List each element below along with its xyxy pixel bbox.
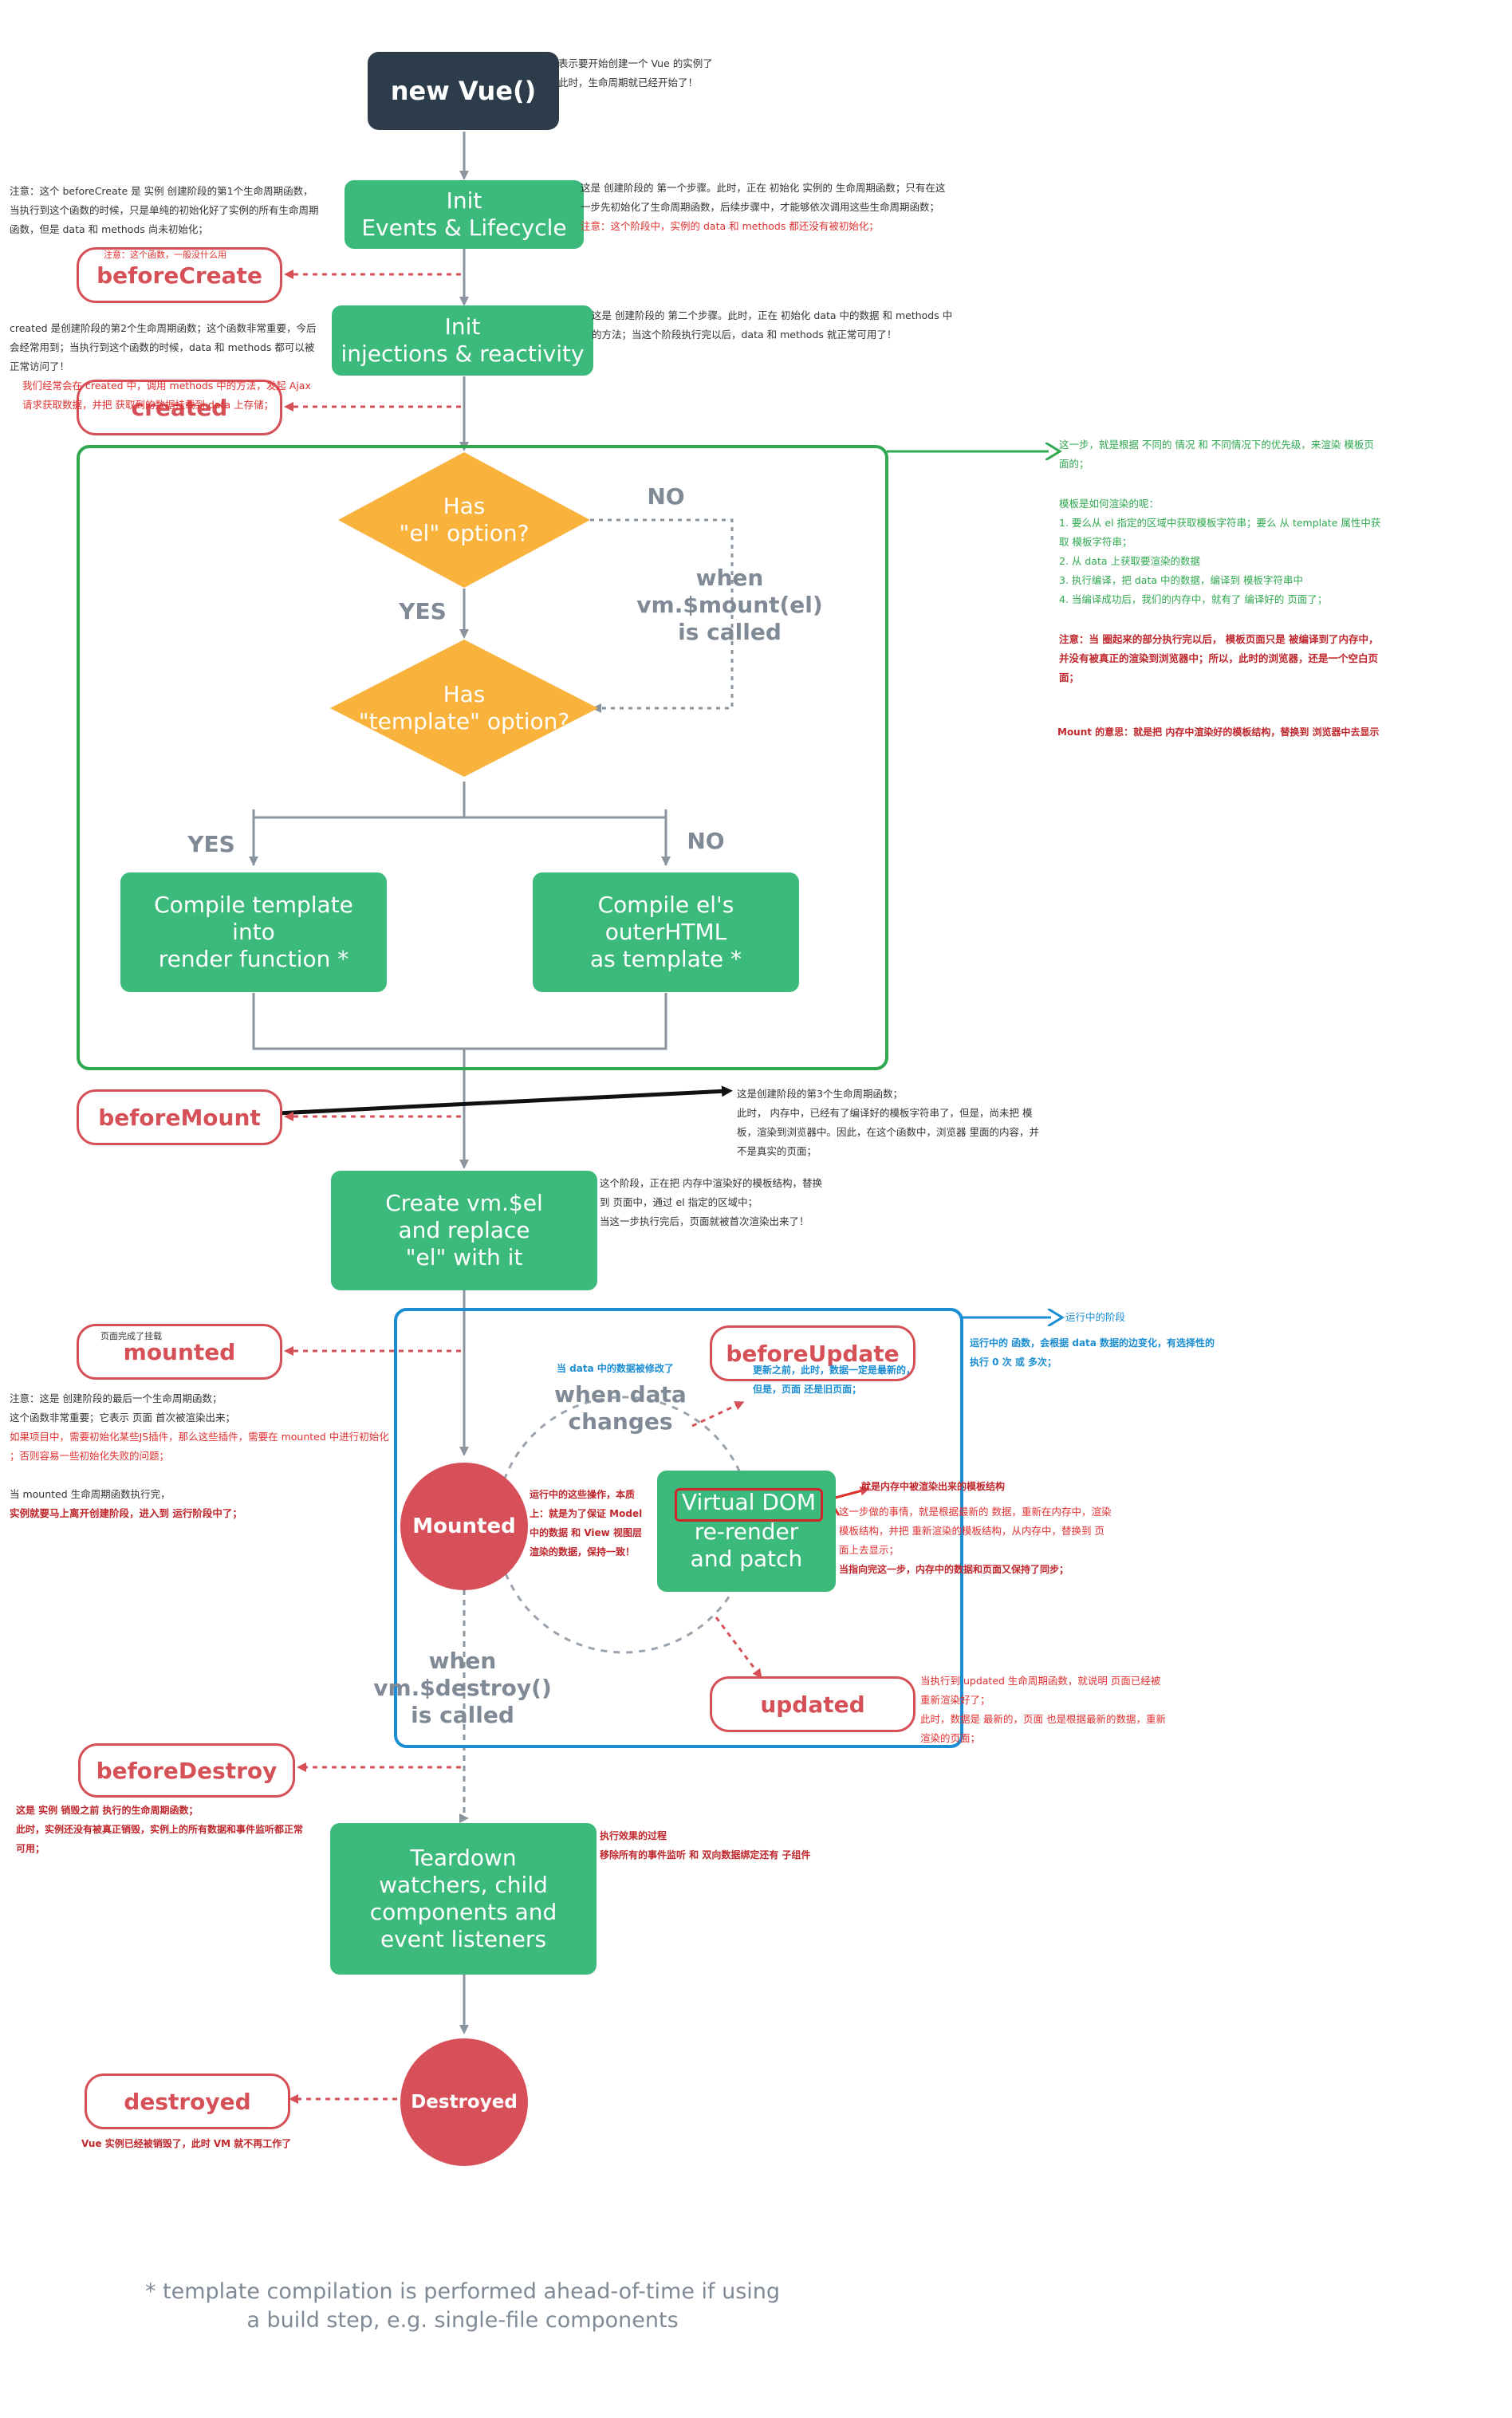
footnote: * template compilation is performed ahea…: [144, 2279, 781, 2333]
connector-line: [252, 816, 667, 865]
when-destroy-label: when vm.$destroy() is called: [373, 1648, 552, 1728]
note-init-injections-right: 这是 创建阶段的 第二个步骤。此时，正在 初始化 data 中的数据 和 met…: [592, 309, 953, 341]
create-el-box: Create vm.$el and replace "el" with it: [331, 1171, 597, 1290]
no-label-2: NO: [687, 828, 725, 854]
note-init-events-right-red: 注意：这个阶段中，实例的 data 和 methods 都还没有被初始化；: [581, 220, 879, 232]
connector-line: [277, 1085, 733, 1116]
teardown-box: Teardown watchers, child components and …: [330, 1823, 597, 1975]
note-rerender-red: 当指向完这一步，内存中的数据和页面又保持了同步；: [839, 1564, 1069, 1575]
new-vue-box: new Vue(): [368, 52, 559, 130]
note-teardown: 执行效果的过程 移除所有的事件监听 和 双向数据绑定还有 子组件: [600, 1830, 811, 1861]
connector-line: [590, 518, 734, 713]
hook-before-destroy: beforeDestroy: [78, 1743, 295, 1798]
note-mounted-left: 注意：这是 创建阶段的最后一个生命周期函数； 这个函数非常重要；它表示 页面 首…: [10, 1392, 235, 1424]
hook-updated: updated: [710, 1676, 915, 1732]
compile-el-box: Compile el's outerHTML as template *: [533, 872, 799, 992]
note-vdom: 就是内存中被渲染出来的模板结构: [861, 1481, 1006, 1492]
connector-line: [252, 993, 667, 1050]
note-destroyed: Vue 实例已经被销毁了，此时 VM 就不再工作了: [81, 2138, 292, 2149]
rerender-label: re-render and patch: [690, 1518, 803, 1572]
init-events-box: Init Events & Lifecycle: [345, 180, 584, 249]
compile-template-box: Compile template into render function *: [120, 872, 387, 992]
hook-before-create: beforeCreate: [77, 247, 282, 303]
note-mounted-circle: 运行中的这些操作，本质 上：就是为了保证 Model 中的数据 和 View 视…: [530, 1489, 643, 1558]
note-run-stage: 运行中的阶段: [1065, 1311, 1126, 1323]
no-label-1: NO: [647, 483, 685, 510]
note-rerender: 这一步做的事情，就是根据最新的 数据，重新在内存中，渲染 模板结构，并把 重新渲…: [839, 1506, 1112, 1556]
note-updated: 当执行到 updated 生命周期函数，就说明 页面已经被 重新渲染好了； 此时…: [920, 1675, 1166, 1744]
note-template-right-red: 注意：当 圈起来的部分执行完以后， 模板页面只是 被编译到了内存中， 并没有被真…: [1059, 633, 1379, 683]
note-template-right-2: 模板是如何渲染的呢： 1. 要么从 el 指定的区域中获取模板字符串；要么 从 …: [1059, 498, 1381, 605]
note-before-create-left: 注意：这个 beforeCreate 是 实例 创建阶段的第1个生命周期函数， …: [10, 185, 319, 235]
connector-line: [715, 1617, 762, 1679]
note-create-el-right: 这个阶段，正在把 内存中渲染好的模板结构，替换 到 页面中，通过 el 指定的区…: [600, 1177, 822, 1227]
hook-before-mount: beforeMount: [77, 1089, 282, 1145]
note-run-stage-desc: 运行中的 函数，会根据 data 数据的边变化，有选择性的 执行 0 次 或 多…: [970, 1337, 1215, 1368]
note-before-destroy: 这是 实例 销毁之前 执行的生命周期函数； 此时，实例还没有被真正销毁，实例上的…: [16, 1805, 304, 1854]
yes-label-2: YES: [187, 831, 235, 857]
note-template-right-mount: Mount 的意思：就是把 内存中渲染好的模板结构，替换到 浏览器中去显示: [1057, 727, 1380, 738]
note-template-right-1: 这一步，就是根据 不同的 情况 和 不同情况下的优先级，来渲染 模板页 面的；: [1059, 439, 1374, 470]
virtual-dom-box: [657, 1471, 836, 1592]
virtual-dom-label: Virtual DOM: [675, 1488, 823, 1522]
init-injections-box: Init injections & reactivity: [332, 305, 593, 376]
hook-mounted: mounted: [77, 1324, 282, 1380]
note-mounted-small: 页面完成了挂载: [100, 1331, 162, 1341]
note-mounted-left-red: 如果项目中，需要初始化某些JS插件，那么这些插件，需要在 mounted 中进行…: [10, 1431, 389, 1462]
note-before-update-desc: 更新之前，此时，数据一定是最新的， 但是，页面 还是旧页面；: [753, 1365, 916, 1395]
note-mounted-left-2-red: 实例就要马上离开创建阶段，进入到 运行阶段中了；: [10, 1507, 242, 1519]
when-mount-label: when vm.$mount(el) is called: [636, 565, 823, 645]
has-template-label: Has "template" option?: [358, 681, 570, 734]
yes-label-1: YES: [399, 598, 447, 624]
hook-created: created: [77, 380, 282, 435]
destroyed-circle: Destroyed: [400, 2038, 528, 2166]
has-template-diamond: [330, 640, 598, 777]
when-data-label: when data changes: [554, 1381, 687, 1435]
note-data-changed: 当 data 中的数据被修改了: [557, 1363, 674, 1374]
template-compile-frame: [77, 445, 888, 1070]
has-el-label: Has "el" option?: [399, 493, 530, 546]
hook-before-update: beforeUpdate: [710, 1325, 915, 1381]
note-new-vue: 表示要开始创建一个 Vue 的实例了 此时，生命周期就已经开始了！: [558, 57, 713, 89]
note-mounted-left-2: 当 mounted 生命周期函数执行完，: [10, 1488, 171, 1500]
note-before-mount-right: 这是创建阶段的第3个生命周期函数； 此时， 内存中，已经有了编译好的模板字符串了…: [737, 1088, 1039, 1157]
note-created-left: created 是创建阶段的第2个生命周期函数；这个函数非常重要，今后 会经常用…: [10, 322, 317, 372]
note-created-left-red: 我们经常会在 created 中，调用 methods 中的方法，发起 Ajax…: [22, 380, 311, 411]
hook-destroyed: destroyed: [85, 2073, 290, 2129]
note-init-events-right: 这是 创建阶段的 第一个步骤。此时，正在 初始化 实例的 生命周期函数；只有在这…: [581, 182, 946, 213]
running-stage-frame: [394, 1308, 963, 1748]
mounted-circle: Mounted: [400, 1463, 528, 1590]
note-before-create-small: 注意：这个函数，一般没什么用: [104, 250, 226, 260]
has-el-diamond: [338, 452, 590, 588]
